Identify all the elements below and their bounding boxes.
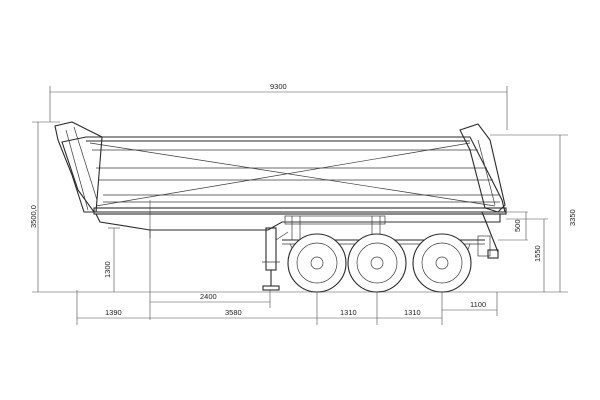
tipper-body <box>54 121 507 215</box>
dimension-500: 500 <box>498 211 528 241</box>
wheel-1 <box>287 233 347 293</box>
landing-gear <box>262 227 289 291</box>
dim-label-1300: 1300 <box>103 261 112 278</box>
dimension-9300: 9300 <box>49 82 508 130</box>
dim-label-1550: 1550 <box>533 245 542 262</box>
dim-label-500: 500 <box>513 219 522 232</box>
dim-label-3350: 3350 <box>568 209 577 226</box>
dimension-3500: 3500,0 <box>29 121 75 293</box>
dimension-1300: 1300 <box>103 227 120 292</box>
dim-label-1310-b: 1310 <box>404 308 421 317</box>
wheel-2 <box>347 233 407 293</box>
dim-label-3580: 3580 <box>225 308 242 317</box>
dim-label-9300: 9300 <box>270 82 287 91</box>
rear-bumper <box>481 211 499 259</box>
dim-label-1390: 1390 <box>105 308 122 317</box>
dimension-2400: 2400 <box>149 200 271 320</box>
dim-label-1100: 1100 <box>470 300 486 309</box>
wheel-3 <box>412 233 472 293</box>
dim-label-2400: 2400 <box>200 292 217 301</box>
dim-label-1310-a: 1310 <box>340 308 357 317</box>
dimension-3350: 3350 <box>490 134 577 293</box>
dim-label-3500: 3500,0 <box>29 205 38 228</box>
dimension-1550: 1550 <box>506 218 548 292</box>
